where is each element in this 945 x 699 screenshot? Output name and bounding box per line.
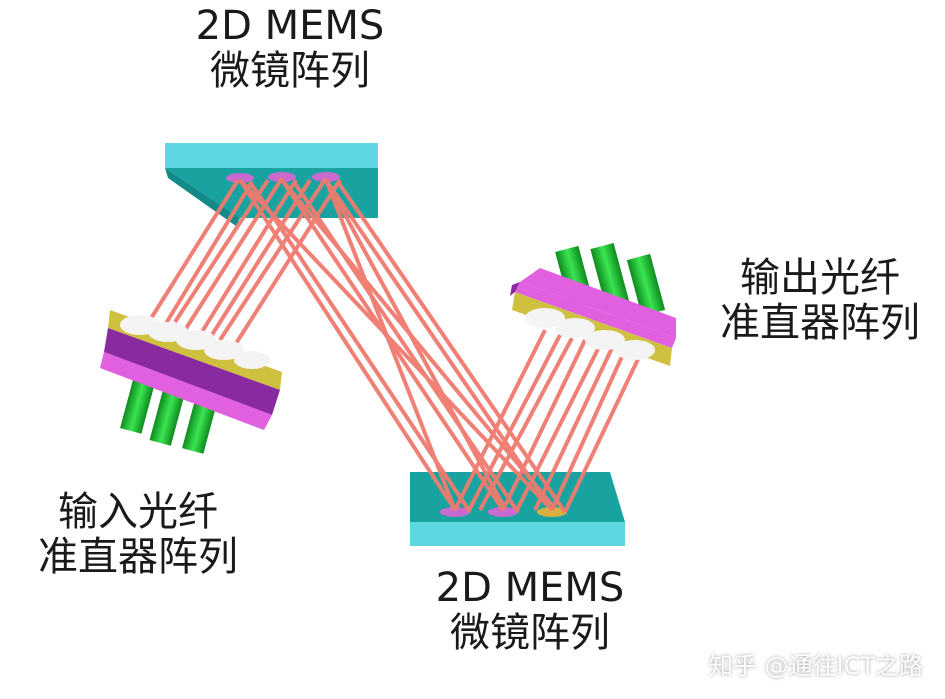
top-mems-label: 2D MEMS 微镜阵列 <box>170 4 410 94</box>
bottom-mems-label-line2: 微镜阵列 <box>450 609 610 656</box>
bottom-mems-label: 2D MEMS 微镜阵列 <box>410 566 650 656</box>
input-label-line1: 输入光纤 <box>58 489 218 535</box>
output-collimator-label: 输出光纤 准直器阵列 <box>700 256 940 346</box>
input-collimator-label: 输入光纤 准直器阵列 <box>8 490 268 580</box>
input-collimator-array <box>100 310 282 430</box>
output-label-line1: 输出光纤 <box>740 255 900 301</box>
bottom-mems-mirror-array <box>410 472 625 546</box>
output-label-line2: 准直器阵列 <box>720 299 920 346</box>
top-mems-label-line1: 2D MEMS <box>195 3 385 49</box>
watermark-text: 知乎 @通往ICT之路 <box>708 652 923 680</box>
input-label-line2: 准直器阵列 <box>38 533 238 580</box>
bottom-mems-label-line1: 2D MEMS <box>435 565 625 611</box>
light-beams <box>148 176 642 514</box>
top-mems-label-line2: 微镜阵列 <box>210 47 370 94</box>
output-collimator-array <box>510 268 676 366</box>
